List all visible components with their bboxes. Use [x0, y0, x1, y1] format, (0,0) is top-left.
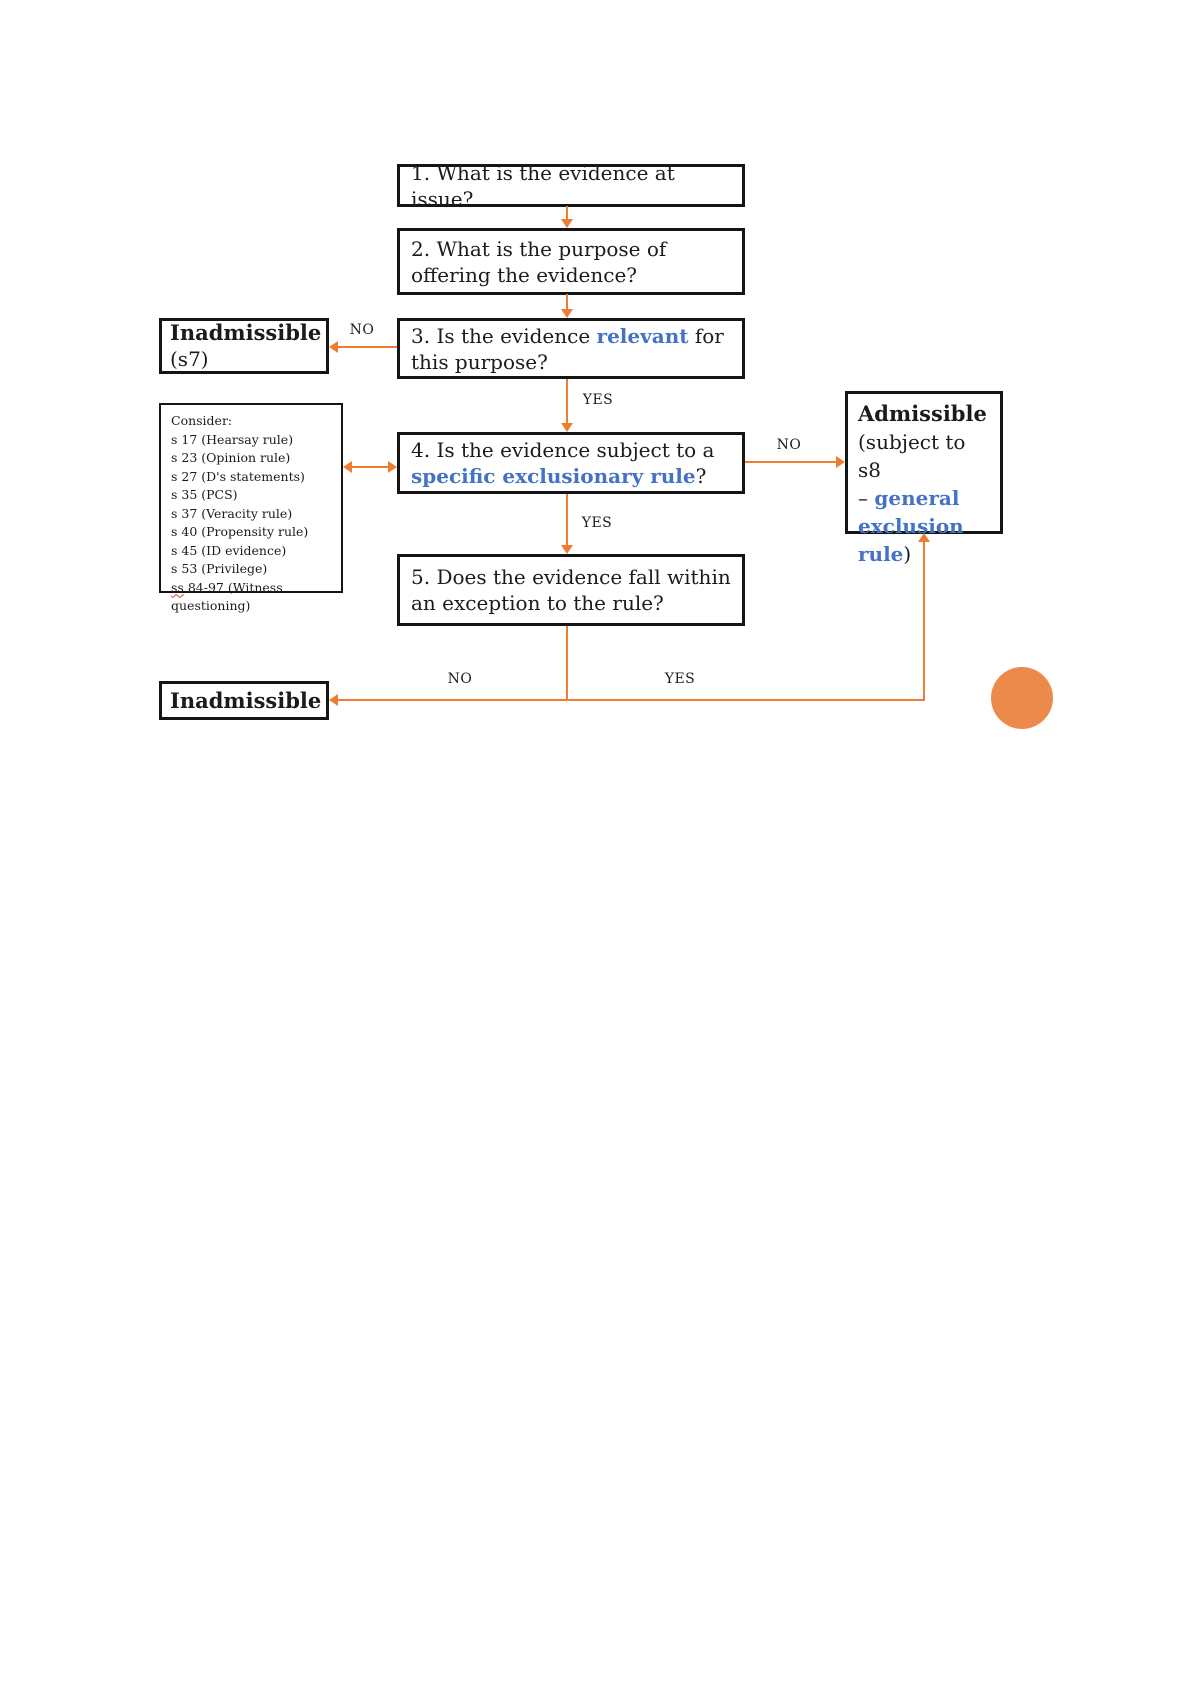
- admissible-title: Admissible: [858, 401, 987, 426]
- step2-box: 2. What is the purpose of offering the e…: [397, 228, 745, 295]
- consider-item: s 45 (ID evidence): [171, 542, 287, 558]
- connector-step3-inadmissible: [338, 346, 397, 348]
- consider-item: s 53 (Privilege): [171, 561, 268, 576]
- inadmissible-s7-subtitle: (s7): [170, 347, 209, 371]
- connector-step1-step2: [566, 206, 568, 220]
- consider-item: s 35 (PCS): [171, 487, 238, 502]
- connector-step3-step4: [566, 379, 568, 424]
- consider-item: s 17 (Hearsay rule): [171, 431, 294, 447]
- admissible-line3-highlight: general: [874, 486, 960, 510]
- connector-junction-admissible: [923, 542, 925, 701]
- consider-item: ss 84-97 (Witness questioning): [171, 579, 337, 616]
- step4-box: 4. Is the evidence subject to a specific…: [397, 432, 745, 494]
- label-yes-relevance: YES: [582, 392, 614, 408]
- consider-box: Consider: s 17 (Hearsay rule) s 23 (Opin…: [159, 403, 343, 613]
- step2-text: 2. What is the purpose of offering the e…: [411, 236, 667, 287]
- arrowhead-left-icon: [343, 461, 352, 473]
- arrowhead-down-icon: [561, 423, 573, 432]
- admissible-line4-highlight: exclusion: [858, 514, 964, 538]
- admissible-line2: (subject to s8: [858, 430, 966, 482]
- step4-text-highlight: specific exclusionary rule: [411, 464, 696, 488]
- label-no-relevance: NO: [349, 322, 375, 338]
- arrowhead-right-icon: [836, 456, 845, 468]
- inadmissible-s7-title: Inadmissible: [170, 320, 322, 345]
- step4-text-post: ?: [695, 464, 707, 488]
- step4-text: 4. Is the evidence subject to a specific…: [411, 437, 734, 489]
- admissible-box: Admissible (subject to s8 – general excl…: [845, 391, 1003, 566]
- consider-item: s 40 (Propensity rule): [171, 524, 309, 539]
- label-no-exception: NO: [447, 671, 473, 687]
- admissible-line5-paren: ): [903, 542, 912, 566]
- arrowhead-down-icon: [561, 545, 573, 554]
- admissible-line5: rule): [858, 540, 992, 568]
- arrowhead-left-icon: [329, 694, 338, 706]
- step5-box: 5. Does the evidence fall within an exce…: [397, 554, 745, 626]
- arrowhead-right-icon: [388, 461, 397, 473]
- label-no-exclusion: NO: [776, 437, 802, 453]
- step3-text-highlight: relevant: [596, 323, 689, 348]
- consider-title: Consider:: [171, 413, 233, 428]
- connector-step4-step5: [566, 494, 568, 545]
- step3-text: 3. Is the evidence relevant for this pur…: [411, 323, 734, 375]
- inadmissible-s7-box: Inadmissible (s7): [159, 318, 329, 374]
- consider-item: s 37 (Veracity rule): [171, 505, 293, 521]
- connector-step4-admissible: [745, 461, 836, 463]
- connector-step2-step3: [566, 294, 568, 310]
- label-yes-exclusion: YES: [581, 515, 613, 531]
- orange-dot: [991, 667, 1053, 729]
- connector-consider-step4: [351, 466, 389, 468]
- step5-text: 5. Does the evidence fall within an exce…: [411, 565, 731, 615]
- admissible-line3: – general: [858, 484, 992, 512]
- step1-box: 1. What is the evidence at issue?: [397, 161, 745, 211]
- step1-text: 1. What is the evidence at issue?: [411, 160, 675, 211]
- label-yes-exception: YES: [664, 671, 696, 687]
- consider-item-rest: 84-97 (Witness questioning): [171, 579, 283, 614]
- arrowhead-down-icon: [561, 309, 573, 318]
- connector-junction-horizontal: [338, 699, 925, 701]
- arrowhead-up-icon: [918, 533, 930, 542]
- connector-step5-junction: [566, 626, 568, 701]
- admissible-line5-highlight: rule: [858, 542, 904, 566]
- step3-text-post: for this purpose?: [411, 323, 724, 374]
- consider-item: s 23 (Opinion rule): [171, 450, 291, 465]
- arrowhead-down-icon: [561, 219, 573, 228]
- admissible-line3-dash: –: [858, 486, 875, 510]
- step3-text-pre: 3. Is the evidence: [411, 323, 597, 348]
- consider-item: s 27 (D's statements): [171, 468, 305, 484]
- arrowhead-left-icon: [329, 341, 338, 353]
- step4-text-pre: 4. Is the evidence subject to a: [411, 438, 715, 462]
- step3-box: 3. Is the evidence relevant for this pur…: [397, 318, 745, 379]
- inadmissible-final-box: Inadmissible: [159, 681, 329, 720]
- consider-item-spellcheck-word: ss: [171, 579, 184, 595]
- inadmissible-final-title: Inadmissible: [170, 687, 322, 713]
